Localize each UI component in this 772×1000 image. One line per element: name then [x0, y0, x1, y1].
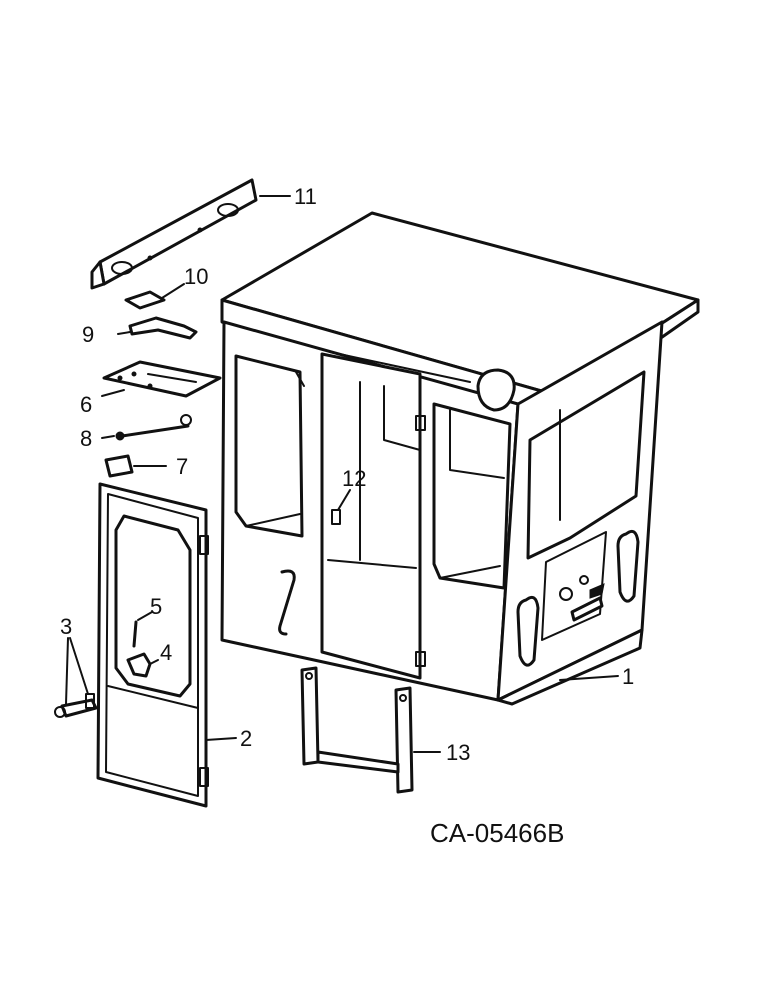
door-hinge-lower: [415, 651, 426, 667]
leader-2: [205, 737, 237, 741]
cab-base-skid: [496, 628, 644, 706]
callout-3: 3: [60, 614, 72, 639]
rod-end-icon: [115, 431, 125, 441]
part-13-step-ladder: [300, 666, 441, 794]
cab-grab-handle: [278, 569, 296, 636]
callout-2: 2: [240, 726, 252, 751]
cab-side-lock-icon: [559, 587, 573, 601]
cab-front-window-left: [234, 354, 304, 538]
door-handle-parts: [54, 637, 98, 718]
part-9-bracket: [128, 316, 198, 340]
part-10-shim: [124, 290, 166, 310]
cab-lower-oval-window-right: [616, 529, 640, 603]
callout-13: 13: [446, 740, 470, 765]
cab-side-latch: [570, 596, 604, 622]
cab-side-bolt-icon: [579, 575, 589, 585]
cab-front-window-right: [432, 402, 512, 590]
step-ladder-tread: [316, 750, 400, 774]
door-inner-frame: [105, 493, 199, 797]
cab-roof-trim-line: [329, 351, 471, 383]
door-hinge-bottom: [199, 767, 209, 787]
leader-4: [149, 659, 159, 665]
leader-9: [117, 331, 131, 335]
leader-12: [337, 489, 351, 511]
mount-plate-11-flange: [90, 260, 106, 290]
ladder-bolt-icon: [399, 694, 407, 702]
cab-inner-wall-line: [439, 565, 501, 579]
callout-12: 12: [342, 466, 366, 491]
callout-1: 1: [622, 664, 634, 689]
door-latch-striker: [331, 509, 341, 525]
part-8-door-rod: [120, 424, 190, 438]
callout-4: 4: [160, 640, 172, 665]
leader-10: [161, 283, 185, 299]
plate-slot-icon: [217, 203, 239, 217]
handle-escutcheon: [85, 693, 95, 709]
cab-roof-light: [476, 368, 516, 412]
plate-hole: [197, 227, 203, 233]
mount-plate-11: [98, 178, 258, 286]
cab-inner-panel: [383, 385, 421, 451]
leader-8: [101, 435, 115, 439]
callout-7: 7: [176, 454, 188, 479]
callout-11: 11: [294, 184, 317, 209]
door-pin: [132, 620, 138, 648]
rod-end-icon: [180, 414, 192, 426]
cab-door-opening: [320, 352, 422, 680]
cab-floor-line: [327, 559, 417, 569]
part-11-mount-plate: [90, 178, 291, 290]
handle-knob-icon: [54, 706, 66, 718]
cab-inner-panel: [449, 409, 505, 479]
step-ladder-right-rail: [394, 686, 414, 794]
door-inner-latch: [126, 652, 152, 678]
ladder-bolt-icon: [305, 672, 313, 680]
plate-hole: [147, 383, 153, 389]
callout-5: 5: [150, 594, 162, 619]
leader-3b: [69, 637, 89, 695]
plate-hole: [147, 255, 153, 261]
leader-3a: [65, 637, 69, 705]
door-window-glass: [114, 514, 192, 698]
hinge-plate-slot: [147, 373, 197, 383]
step-ladder-left-rail: [300, 666, 320, 766]
cab-assembly: [220, 211, 700, 706]
leader-6: [101, 389, 125, 397]
plate-hole: [117, 375, 123, 381]
door-hinge-top: [199, 535, 209, 555]
door-hinge-upper: [415, 415, 426, 431]
plate-hole: [131, 371, 137, 377]
cab-side-window: [526, 370, 646, 560]
drawing-code: CA-05466B: [430, 818, 564, 848]
part-7-door-catch: [104, 454, 134, 478]
door-assembly: [96, 482, 209, 808]
door-mid-rail: [107, 685, 199, 709]
callout-9: 9: [82, 322, 94, 347]
cab-inner-wall-line: [295, 371, 305, 387]
part-6-hinge-plate: [102, 360, 222, 398]
callout-6: 6: [80, 392, 92, 417]
plate-slot-icon: [111, 261, 133, 275]
cab-side-service-panel: [541, 531, 607, 641]
cab-side-bracket: [589, 583, 605, 599]
callout-10: 10: [184, 264, 208, 289]
leader-1: [559, 675, 619, 681]
cab-inner-wall-line: [245, 513, 301, 527]
leader-5: [137, 611, 153, 621]
callout-8: 8: [80, 426, 92, 451]
cab-lower-oval-window-left: [516, 595, 540, 667]
